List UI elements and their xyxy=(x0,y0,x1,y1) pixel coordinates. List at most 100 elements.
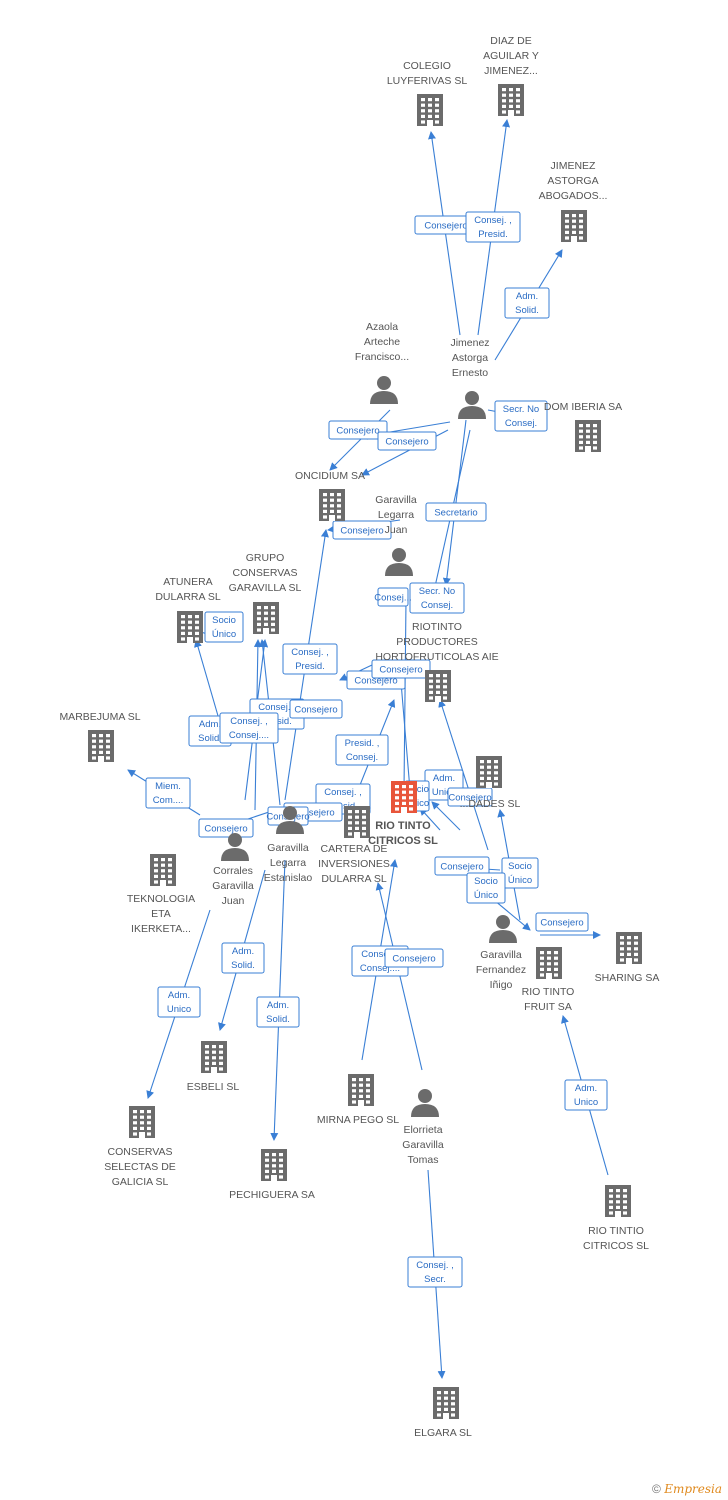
node-label: DULARRA SL xyxy=(321,873,387,885)
relation-label[interactable]: Adm.Solid. xyxy=(256,996,300,1028)
node-label: PRODUCTORES xyxy=(396,636,477,648)
relation-label-box xyxy=(465,211,521,243)
node-label: Legarra xyxy=(378,509,414,521)
relation-label[interactable]: Consejero xyxy=(377,431,437,451)
node-label: ...DADES SL xyxy=(460,798,521,810)
node-mirna[interactable]: MIRNA PEGO SL xyxy=(317,1074,399,1126)
relation-label-text: Consejero xyxy=(448,793,491,804)
relation-label-text: Secretario xyxy=(434,508,477,519)
node-label: DOM IBERIA SA xyxy=(544,401,622,413)
relation-label[interactable]: Adm.Unico xyxy=(564,1079,608,1111)
relation-label[interactable]: Consej... xyxy=(374,587,412,607)
relation-label[interactable]: Consejero xyxy=(198,818,254,838)
relation-label-text: Solid. xyxy=(198,733,222,744)
node-esbeli[interactable]: ESBELI SL xyxy=(187,1041,240,1093)
person-icon xyxy=(276,806,304,834)
node-azaola[interactable]: AzaolaArtecheFrancisco... xyxy=(355,321,409,404)
relation-label[interactable]: Consejero xyxy=(332,520,392,540)
relation-edge-line xyxy=(438,699,489,851)
node-elgara[interactable]: ELGARA SL xyxy=(414,1387,472,1439)
relation-label[interactable]: Presid. ,Consej. xyxy=(335,734,389,766)
node-label: Legarra xyxy=(270,857,306,869)
node-label: ASTORGA xyxy=(547,175,598,187)
node-label: DULARRA SL xyxy=(155,591,221,603)
node-label: GRUPO xyxy=(246,552,285,564)
relation-label-text: Adm. xyxy=(516,291,538,302)
relation-label-box xyxy=(328,420,388,440)
node-sociedades[interactable]: ...DADES SL xyxy=(460,756,521,810)
node-marbejuma[interactable]: MARBEJUMA SL xyxy=(59,711,141,762)
person-icon xyxy=(489,915,517,943)
building-icon xyxy=(129,1106,155,1138)
node-sharing[interactable]: SHARING SA xyxy=(595,932,660,984)
building-icon xyxy=(561,210,587,242)
node-label: Corrales xyxy=(213,865,253,877)
relation-label-box xyxy=(145,777,191,809)
relation-label[interactable]: Consejero xyxy=(371,659,431,679)
node-oncidium[interactable]: ONCIDIUM SA xyxy=(295,470,365,521)
building-icon xyxy=(348,1074,374,1106)
person-icon xyxy=(411,1089,439,1117)
relation-label[interactable]: Consejero xyxy=(535,912,589,932)
relation-label-text: Adm. xyxy=(232,946,254,957)
relation-edge-line xyxy=(399,669,414,791)
relation-label-box xyxy=(504,287,550,319)
relation-label[interactable]: Adm.Unico xyxy=(157,986,201,1018)
node-dom-iberia[interactable]: DOM IBERIA SA xyxy=(544,401,622,452)
node-label: CONSERVAS xyxy=(108,1146,173,1158)
relation-label[interactable]: Secretario xyxy=(425,502,487,522)
node-atunera[interactable]: ATUNERA DULARRA SL xyxy=(155,576,221,643)
relation-label[interactable]: Adm.Solid. xyxy=(504,287,550,319)
node-label: SHARING SA xyxy=(595,972,660,984)
building-icon xyxy=(476,756,502,788)
relation-label[interactable]: Consejero xyxy=(328,420,388,440)
node-label: ATUNERA xyxy=(163,576,212,588)
node-jimenez-ab[interactable]: JIMENEZASTORGAABOGADOS... xyxy=(539,160,608,242)
relation-label[interactable]: Consej. ,Presid. xyxy=(282,643,338,675)
relation-label[interactable]: Adm.Solid. xyxy=(221,942,265,974)
relation-label-text: Consej. xyxy=(346,752,378,763)
relation-label-text: Adm. xyxy=(267,1000,289,1011)
relation-label[interactable]: Consejero xyxy=(289,699,343,719)
relation-label[interactable]: Consejero xyxy=(434,856,490,876)
relation-label[interactable]: Consej. ,Presid. xyxy=(465,211,521,243)
node-label: Garavilla xyxy=(212,880,254,892)
building-icon xyxy=(433,1387,459,1419)
node-label: Elorrieta xyxy=(403,1124,442,1136)
relation-label[interactable]: Consej. ,Consej.... xyxy=(219,712,279,744)
node-pechiguera[interactable]: PECHIGUERA SA xyxy=(229,1149,315,1201)
relation-label-text: Presid. xyxy=(328,801,358,812)
relation-label[interactable]: Consejero xyxy=(447,787,493,807)
empresia-logo[interactable]: Empresia xyxy=(664,1482,722,1496)
relation-label[interactable]: Miem.Com.... xyxy=(145,777,191,809)
relation-label-text: Adm. xyxy=(168,990,190,1001)
relation-label[interactable]: Consej. ,Secr. xyxy=(407,1256,463,1288)
node-label: Juan xyxy=(385,524,408,536)
relation-label-text: Miem. xyxy=(155,781,181,792)
relation-label[interactable]: Consejero xyxy=(384,948,444,968)
node-teknologia[interactable]: TEKNOLOGIAETAIKERKETA... xyxy=(127,854,195,935)
relation-label-text: Consejero xyxy=(204,824,247,835)
node-label: DIAZ DE xyxy=(490,35,531,47)
node-label: Iñigo xyxy=(490,979,513,991)
